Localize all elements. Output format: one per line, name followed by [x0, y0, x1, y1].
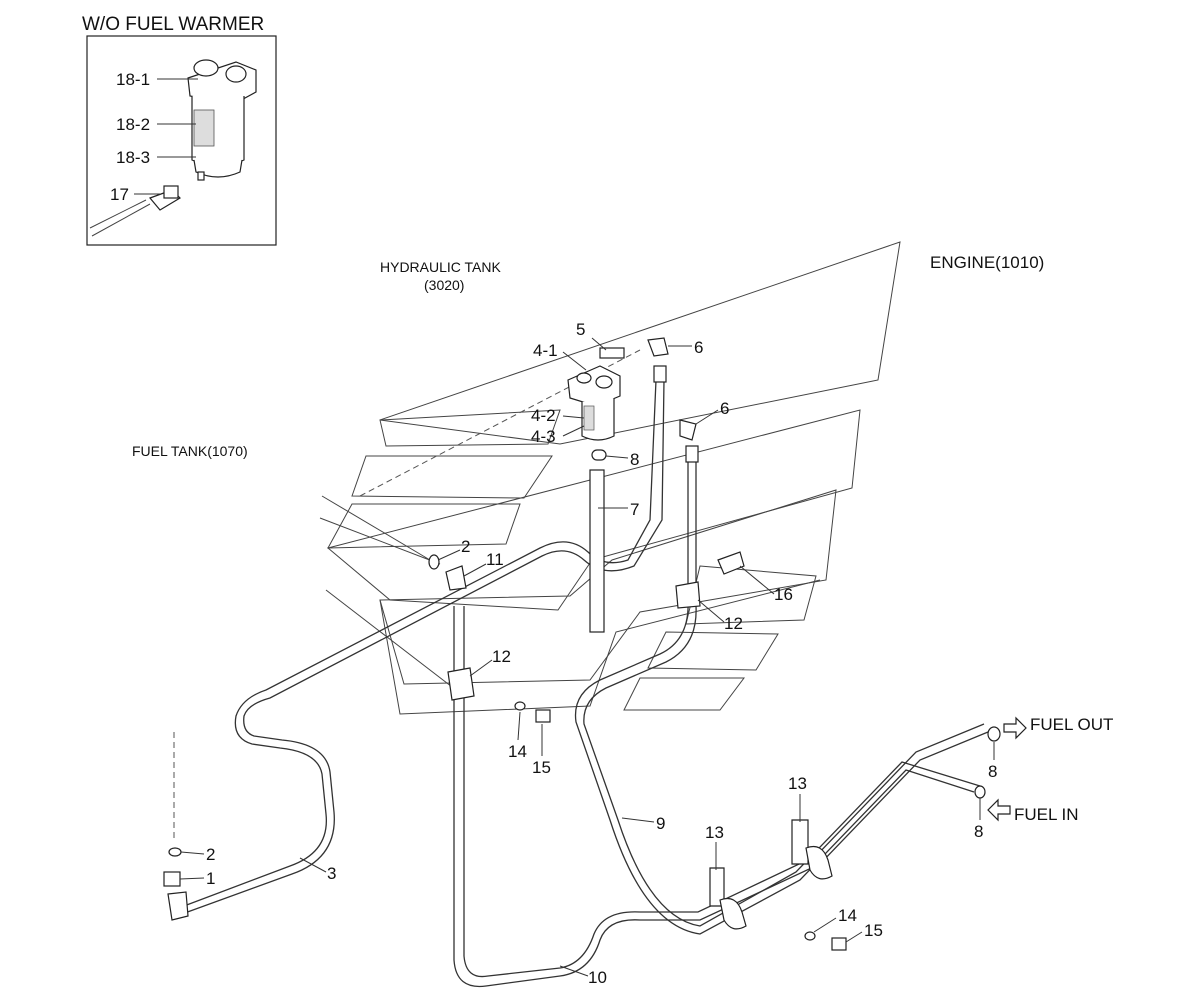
callout-4-1: 4-1 — [533, 341, 558, 360]
callout-6b: 6 — [720, 399, 729, 418]
fuel-filter-assembly — [163, 337, 1027, 951]
callout-17: 17 — [110, 185, 129, 204]
callout-3: 3 — [327, 864, 336, 883]
callout-18-1: 18-1 — [116, 70, 150, 89]
callout-2a: 2 — [461, 537, 470, 556]
callout-2b: 2 — [206, 845, 215, 864]
callout-13a: 13 — [705, 823, 724, 842]
inset-title: W/O FUEL WARMER — [82, 14, 264, 35]
callout-11: 11 — [486, 550, 504, 569]
engine-label: ENGINE(1010) — [930, 253, 1044, 272]
callout-4-3: 4-3 — [531, 427, 556, 446]
callout-5: 5 — [576, 320, 585, 339]
inset-panel: W/O FUEL WARMER 18-1 18-2 18-3 17 — [82, 14, 277, 246]
callout-10: 10 — [588, 968, 607, 987]
fuel-out-label: FUEL OUT — [1030, 715, 1113, 734]
callout-15a: 15 — [532, 758, 551, 777]
callout-18-2: 18-2 — [116, 115, 150, 134]
callout-14b: 14 — [838, 906, 857, 925]
callout-8c: 8 — [974, 822, 983, 841]
callout-13b: 13 — [788, 774, 807, 793]
callout-18-3: 18-3 — [116, 148, 150, 167]
fuel-in-label: FUEL IN — [1014, 805, 1079, 824]
callout-1: 1 — [206, 869, 215, 888]
callout-9: 9 — [656, 814, 665, 833]
callout-14a: 14 — [508, 742, 527, 761]
fuel-pipes — [181, 379, 989, 988]
callout-4-2: 4-2 — [531, 406, 556, 425]
callout-12b: 12 — [492, 647, 511, 666]
hydraulic-tank-code: (3020) — [424, 277, 464, 293]
callout-16: 16 — [774, 585, 793, 604]
callout-15b: 15 — [864, 921, 883, 940]
callouts: 5 4-1 6 6 4-2 4-3 8 7 2 11 16 12 12 14 1… — [179, 320, 997, 987]
callout-8a: 8 — [630, 450, 639, 469]
callout-7: 7 — [630, 500, 639, 519]
callout-6a: 6 — [694, 338, 703, 357]
callout-12a: 12 — [724, 614, 743, 633]
hydraulic-tank-label: HYDRAULIC TANK — [380, 259, 502, 275]
callout-8b: 8 — [988, 762, 997, 781]
fuel-tank-label: FUEL TANK(1070) — [132, 443, 248, 459]
frame-outlines — [319, 241, 901, 715]
